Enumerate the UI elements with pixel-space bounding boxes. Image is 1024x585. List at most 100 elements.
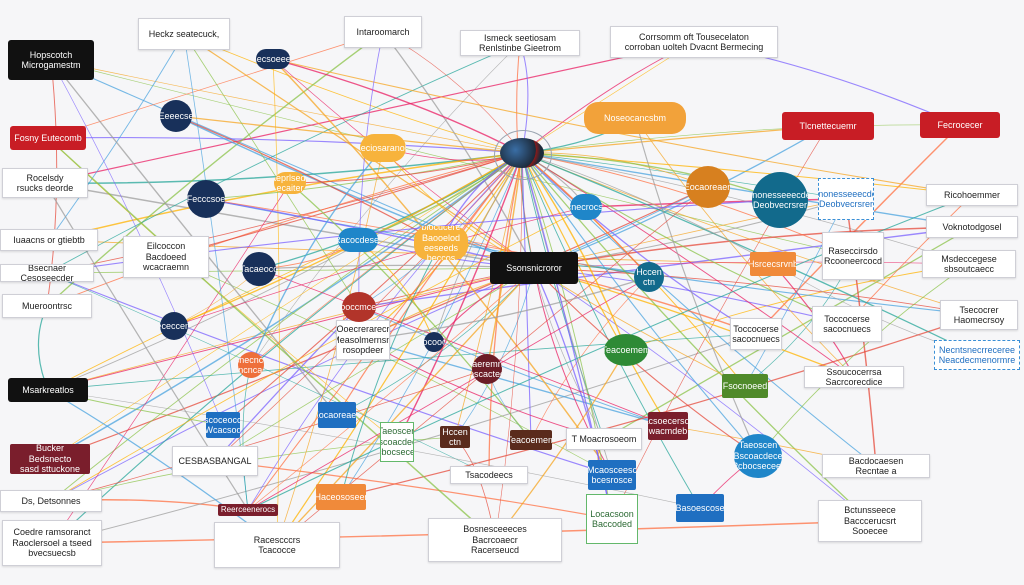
edge-87 (521, 152, 774, 265)
node-n26[interactable]: Raseccirsdo Rcooneercocd (822, 232, 884, 280)
globe-icon[interactable] (500, 138, 544, 168)
node-n43[interactable]: Taeoscen Bscoacdece Pcbocseceer (380, 422, 414, 462)
node-n34[interactable]: Bacdocaesen Recntae a (822, 454, 930, 478)
node-n50[interactable]: T Moacrosoeom (566, 428, 642, 450)
node-n27[interactable]: Toccocerse sacocnuecs (812, 306, 882, 342)
node-n36[interactable]: Bctunsseece Bacccerucsrt Sooecee (818, 500, 922, 542)
node-n25[interactable]: Ssonsnicroror (490, 252, 578, 284)
node-n13[interactable]: CESBASBANGAL (172, 446, 258, 476)
node-n42b[interactable]: Teacoemem (604, 334, 648, 366)
node-n17[interactable]: Haeciosaranoble (360, 134, 406, 162)
node-n47[interactable]: Tsacodeecs (450, 466, 528, 484)
node-n61[interactable]: Bcoaeremnced Tcoscacteccd (472, 354, 502, 384)
node-n7[interactable]: Rocelsdy rsucks deorde (2, 168, 88, 198)
node-n60[interactable]: Kaocooced (424, 332, 444, 352)
node-n9[interactable]: Bsecnaer Cesoseecder (0, 264, 94, 282)
hub-ring (494, 130, 552, 180)
node-n19[interactable]: Ooecrerarecr Measolmernsm rosopdeer (336, 320, 390, 360)
node-n41[interactable]: Hccen ctn (440, 426, 470, 448)
node-n1[interactable]: Hopscotch Microgamestm (8, 40, 94, 80)
node-n16[interactable]: Bossceocted Beccodorm suaeprlsedore ecai… (274, 172, 306, 194)
node-n12[interactable]: Bucker Bedsnecto sasd sttuckone (10, 444, 90, 474)
edge-187 (362, 276, 650, 341)
edge-68 (521, 152, 855, 378)
node-n14[interactable]: Ds, Detsonnes (0, 490, 102, 512)
edge-178 (173, 206, 587, 327)
node-n27b[interactable]: Toccocerse sacocnuecs (730, 318, 782, 350)
node-n39[interactable]: Tscoceoccd Wcacsod (206, 412, 240, 438)
edge-50 (272, 58, 973, 196)
node-n38[interactable]: Fsocnoeed (722, 374, 768, 398)
node-n23[interactable]: Bnonesseeecder Deobvecrsrer (818, 178, 874, 220)
node-n29[interactable]: Voknotodgosel (926, 216, 1018, 238)
edge-148 (258, 268, 669, 427)
node-n22[interactable]: Fecrocecer (920, 112, 1000, 138)
node-n37[interactable]: Hsrcecsrvnb (750, 252, 796, 276)
edge-191 (521, 152, 759, 457)
node-n2[interactable]: Heckz seatecuck, (138, 18, 230, 50)
node-n43b[interactable]: Taeoscen Bscoacdece Pcbocseceer (734, 434, 782, 478)
node-n33[interactable]: Ssoucocerrsa Sacrcorecdice (804, 366, 904, 388)
node-n55[interactable]: Fecccsoe (187, 180, 225, 218)
node-n20[interactable]: Tlcnettecuemr (782, 112, 874, 140)
node-n40[interactable]: Eocaoreaen (318, 402, 356, 428)
edge-78 (272, 58, 535, 269)
edge-77 (382, 31, 535, 269)
edge-188 (247, 276, 650, 511)
node-n42[interactable]: Teacoemem (510, 430, 552, 450)
node-n6[interactable]: Fosny Eutecomb (10, 126, 86, 150)
node-n59[interactable]: Tgsnecnccee Wncncaen (238, 352, 264, 378)
node-n56[interactable]: Tacaeoco (242, 252, 276, 286)
node-n58[interactable]: Nooccmcenr (342, 292, 376, 322)
node-n31[interactable]: Tsecocrer Haomecrsoy (940, 300, 1018, 330)
node-n32[interactable]: Necntsnecrreceree Neacdecmenormre (934, 340, 1020, 370)
edge-23 (50, 152, 523, 502)
node-n54[interactable]: Eeeecse (160, 100, 192, 132)
node-n30[interactable]: Msdeccegese sbsoutcaecc (922, 250, 1016, 278)
node-n10[interactable]: Mueroontrsc (2, 294, 92, 318)
node-n4[interactable]: Ismeck seetiosam Renlstinbe Gieetrom (460, 30, 580, 56)
node-n8[interactable]: Iuaacns or gtiebtb (0, 229, 98, 251)
node-n53[interactable]: Becsoeeec (256, 49, 290, 69)
edge-167 (634, 117, 759, 457)
node-n44[interactable]: Racsoecersocd wacmdeb (648, 412, 688, 440)
edge-139 (272, 58, 280, 546)
node-n49[interactable]: Basoescose (676, 494, 724, 522)
node-n62[interactable]: Reerceenerocs (218, 504, 278, 516)
edge-0 (50, 59, 523, 154)
edge-98 (396, 152, 523, 443)
node-n48[interactable]: Locacsoon Baccoded (586, 494, 638, 544)
node-n63[interactable]: Racocdeser (338, 228, 378, 252)
edge-43 (521, 124, 961, 154)
node-n57[interactable]: Bececceme (160, 312, 188, 340)
node-n11[interactable]: Msarkreatlos (8, 378, 88, 402)
node-n28[interactable]: Ricohoemmer (926, 184, 1018, 206)
edge-52 (533, 226, 973, 269)
edge-153 (183, 33, 360, 308)
node-n23b[interactable]: Bnonesseeecder Deobvecrsrer (752, 172, 808, 228)
node-n24[interactable]: Tlcnecrocsed (570, 194, 602, 220)
edge-193 (757, 263, 970, 457)
node-n15[interactable]: Coedre ramsoranct Raoclersoel a tseed bv… (2, 520, 102, 566)
edge-146 (258, 152, 523, 270)
edge-84 (521, 152, 757, 335)
node-n46[interactable]: Haceososeer (316, 484, 366, 510)
node-n45[interactable]: Mcaosceesc bcesrosce (588, 460, 636, 490)
edge-100 (454, 152, 523, 438)
edge-132 (494, 152, 523, 541)
node-n41b[interactable]: Hccen ctn (634, 262, 664, 292)
edge-189 (521, 152, 627, 351)
edge-11 (48, 33, 185, 241)
node-n18[interactable]: Foepa cocrersed blocucere Baooelod eesee… (414, 226, 468, 260)
edge-143 (205, 152, 523, 200)
node-n21[interactable]: Eilcoccon Bacdoeed wcacraemn (123, 236, 209, 278)
edge-81 (362, 339, 669, 427)
edge-162 (50, 368, 488, 502)
node-n51[interactable]: Racescccrs Tcacocce (214, 522, 340, 568)
node-n52[interactable]: Bosnesceeeces Bacrcoaecr Racerseucd (428, 518, 562, 562)
node-n40b[interactable]: Eocaoreaen (686, 166, 730, 208)
node-n3[interactable]: Intaroomarch (344, 16, 422, 48)
node-n5[interactable]: Corrsomm oft Tousecelaton corroban uolte… (610, 26, 778, 58)
node-n35[interactable]: Noseocancsbm (584, 102, 686, 134)
